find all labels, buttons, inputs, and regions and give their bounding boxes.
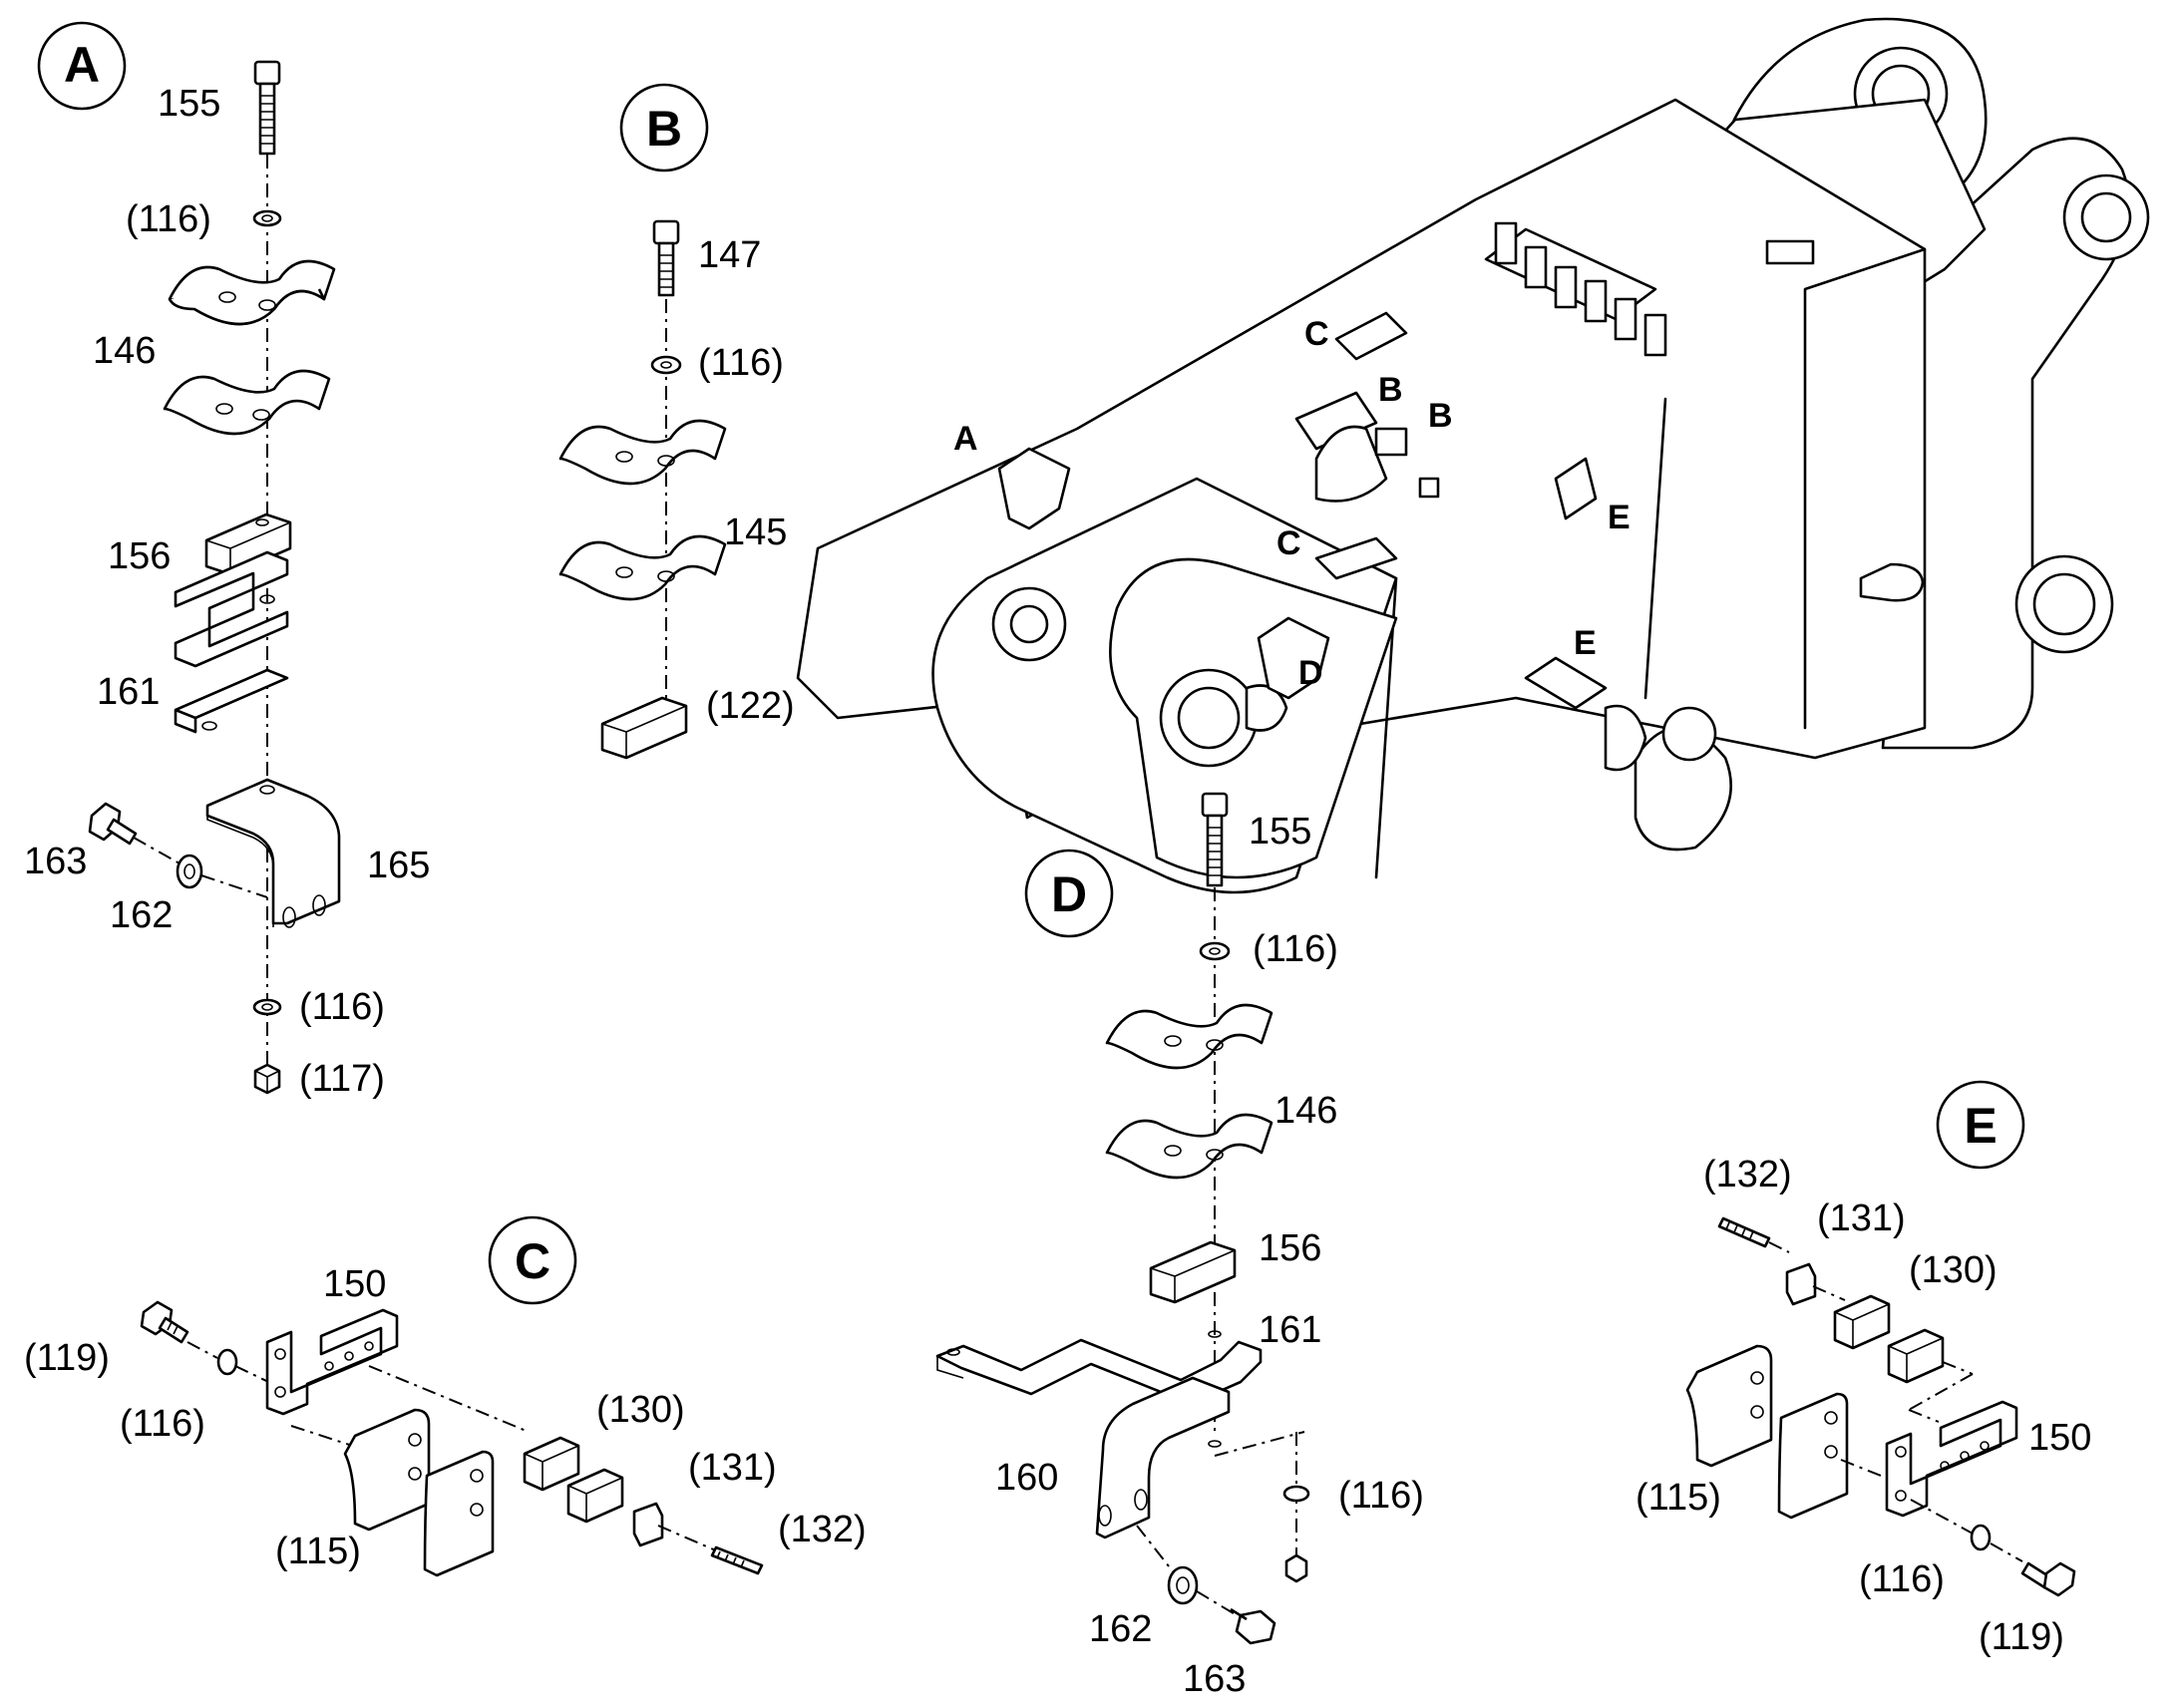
label-162-d: 162 [1089,1608,1152,1650]
side-cluster [997,447,1608,710]
label-161-a: 161 [97,671,160,713]
view-b-letter: B [646,101,682,157]
label-165-a: 165 [367,845,430,886]
label-147-b: 147 [698,234,761,276]
callout-c-2: C [1276,524,1301,562]
bolt-155-d [1201,792,1229,887]
label-116-a2: (116) [299,986,385,1028]
label-145-b: 145 [724,512,787,553]
label-130-e: (130) [1909,1249,1998,1291]
view-c: C 150 (119) (116 [24,1215,867,1577]
label-122-b: (122) [706,685,795,727]
label-116-b: (116) [698,342,784,384]
label-155-d: 155 [1249,811,1311,853]
view-e-badge [1936,1080,2025,1170]
label-132-e: (132) [1703,1154,1792,1196]
label-115-c: (115) [275,1531,361,1572]
view-a-badge [37,21,127,111]
label-132-c: (132) [778,1509,867,1550]
label-156-d: 156 [1259,1227,1321,1269]
view-c-badge [488,1215,577,1305]
label-162-a: 162 [110,894,173,936]
top-cluster [1484,221,1815,357]
bolt-163-a [88,802,138,846]
label-163-a: 163 [24,841,87,882]
callout-a: A [953,420,978,458]
view-e: E (132) (1 [1635,1080,2091,1658]
label-150-e: 150 [2028,1417,2091,1459]
label-163-d: 163 [1183,1658,1246,1700]
label-160-d: 160 [995,1457,1058,1499]
view-b: B 147 (116) 145 (122) [558,83,795,760]
callout-e-2: E [1574,624,1597,662]
label-119-c: (119) [24,1337,110,1379]
label-131-c: (131) [688,1447,777,1489]
label-116-d2: (116) [1338,1475,1424,1517]
bolt-147-b [652,219,680,297]
view-d-badge [1024,849,1114,938]
view-e-letter: E [1964,1098,1997,1154]
label-156-a: 156 [108,535,171,577]
view-a: A [24,21,430,1100]
view-a-letter: A [64,37,100,93]
callout-e-1: E [1608,499,1631,536]
label-117-a: (117) [299,1058,385,1100]
callout-c-1: C [1304,315,1329,353]
callout-b-2: B [1428,397,1453,435]
callout-d: D [1298,654,1323,692]
label-116-e: (116) [1859,1558,1945,1600]
view-b-badge [619,83,709,172]
label-130-c: (130) [596,1389,685,1431]
label-115-e: (115) [1635,1477,1721,1519]
label-116-a1: (116) [126,198,211,240]
view-d: D [935,792,1424,1700]
label-131-e: (131) [1817,1197,1906,1239]
label-119-e: (119) [1979,1616,2064,1658]
label-155-a: 155 [158,83,220,125]
view-c-letter: C [515,1233,550,1289]
bolt-155-a [253,60,281,156]
boom-assembly: A C B B C E E D [796,17,2150,894]
label-146-a: 146 [93,330,156,372]
label-116-d1: (116) [1253,928,1338,970]
view-d-letter: D [1051,866,1087,922]
mid-cluster [1294,311,1440,580]
label-150-c: 150 [323,1263,386,1305]
label-146-d: 146 [1274,1090,1337,1132]
label-116-c: (116) [120,1403,205,1445]
callout-b-1: B [1378,371,1403,409]
label-161-d: 161 [1259,1309,1321,1351]
